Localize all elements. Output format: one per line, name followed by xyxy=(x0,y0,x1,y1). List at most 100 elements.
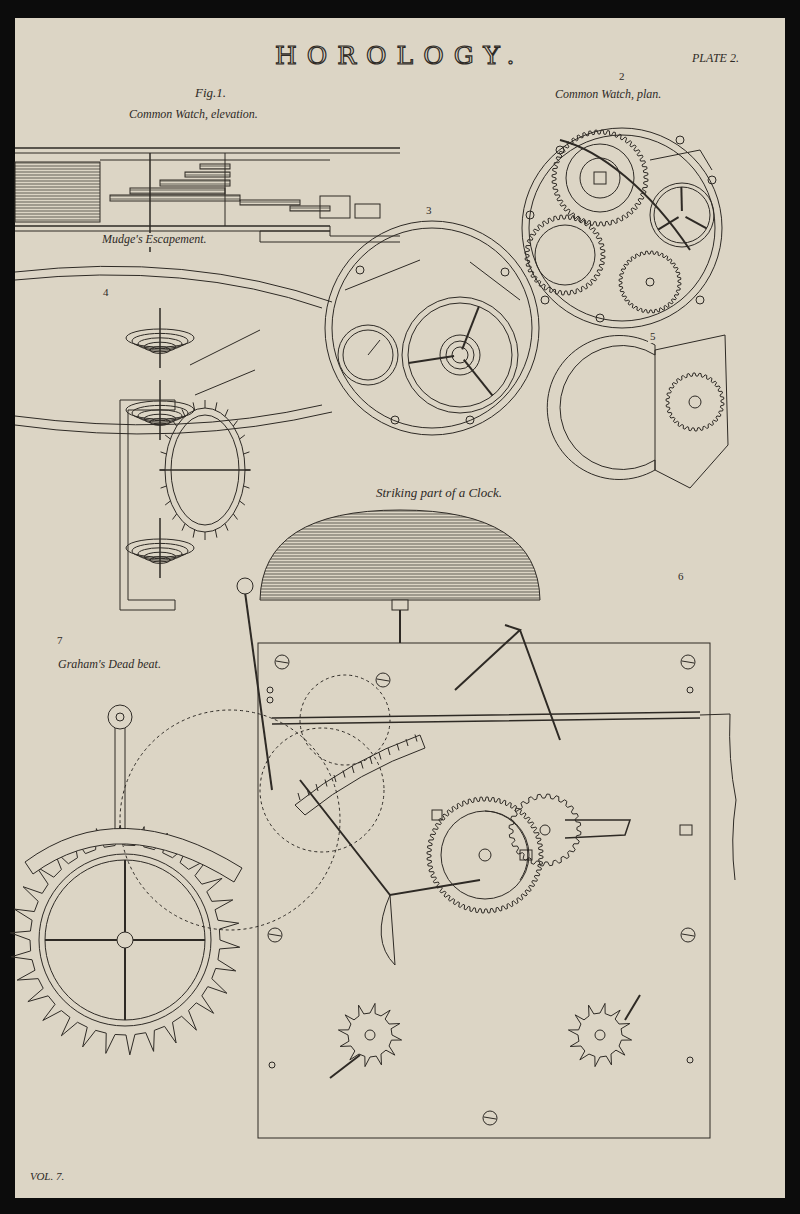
arbor xyxy=(225,153,226,226)
screw-hole xyxy=(391,416,399,424)
arbor xyxy=(159,518,161,578)
ratchet-wheel xyxy=(568,1003,631,1066)
pin-hole xyxy=(687,1057,693,1063)
hammer-rod xyxy=(245,592,272,790)
screw-slot xyxy=(682,661,694,663)
arbor xyxy=(159,308,161,368)
escapement-frame xyxy=(120,400,175,610)
engraved-line xyxy=(15,153,400,154)
wheel-tooth xyxy=(172,514,176,520)
screw-head xyxy=(275,655,289,669)
crutch-stem xyxy=(115,728,116,835)
engraved-circle xyxy=(566,144,634,212)
wheel-tooth xyxy=(161,452,167,454)
gear-edge xyxy=(240,200,300,205)
stud xyxy=(432,810,442,820)
engraved-circle xyxy=(654,187,710,243)
pull-wire xyxy=(700,714,736,880)
volume-number: VOL. 7. xyxy=(28,1170,66,1183)
engraved-path xyxy=(15,405,322,425)
engraved-circle xyxy=(446,341,474,369)
engraved-circle xyxy=(452,347,468,363)
engraved-circle xyxy=(116,713,124,721)
engraved-circle xyxy=(580,158,620,198)
wheel-tooth xyxy=(193,402,195,410)
barrel xyxy=(15,162,100,222)
engraved-line xyxy=(15,147,400,149)
plate-edge xyxy=(345,260,520,300)
screw-slot xyxy=(484,1117,496,1119)
escapement-block xyxy=(355,204,380,218)
figure-number: Fig.1. xyxy=(193,86,228,101)
wheel-spoke xyxy=(45,939,117,941)
wheel-tooth xyxy=(225,409,228,416)
wheel-spoke xyxy=(124,860,126,932)
engraved-circle xyxy=(332,228,532,428)
rack-hook xyxy=(300,780,480,895)
wheel-arbor xyxy=(160,469,250,471)
dotted-circle xyxy=(300,675,390,765)
wheel-tooth xyxy=(161,486,167,488)
engraved-circle xyxy=(117,932,133,948)
engraved-circle xyxy=(689,396,701,408)
gear-edge xyxy=(160,180,230,186)
dial-hand xyxy=(368,340,380,355)
pin-hole xyxy=(269,1062,275,1068)
rack-tooth xyxy=(361,762,363,769)
wheel-tooth xyxy=(240,435,245,439)
rack xyxy=(295,735,425,815)
screw-hole xyxy=(708,176,716,184)
bell-nut xyxy=(392,600,408,610)
rack-tooth xyxy=(370,757,372,764)
wheel-spoke xyxy=(124,948,126,1020)
paper-ground xyxy=(15,18,785,1198)
anchor-arms xyxy=(25,828,242,882)
striking-train xyxy=(237,510,736,1138)
dotted-circle xyxy=(120,710,340,930)
gear-edge xyxy=(130,188,225,194)
callout-number: 7 xyxy=(55,634,65,647)
screw-slot xyxy=(276,661,288,663)
bell-stem xyxy=(399,610,401,643)
mainspring-wheel xyxy=(552,130,648,226)
rack-tooth xyxy=(334,775,336,782)
wheel-tooth xyxy=(165,501,170,505)
escapement-block xyxy=(320,196,350,218)
watch-elevation xyxy=(15,148,400,252)
pallet-arm xyxy=(190,330,260,395)
engraved-circle xyxy=(646,278,654,286)
crutch-stem xyxy=(125,728,126,835)
engraved-circle xyxy=(45,860,205,1020)
pin-hole xyxy=(267,687,273,693)
engraved-path xyxy=(15,275,322,308)
engraved-circle xyxy=(522,128,722,328)
rack-tooth xyxy=(379,753,381,760)
wheel-tooth xyxy=(205,400,206,408)
screw-hole xyxy=(501,268,509,276)
warning-piece xyxy=(565,820,630,838)
engraved-circle xyxy=(408,303,512,407)
wheel-tooth xyxy=(215,530,217,538)
rack-tooth xyxy=(325,780,327,787)
screw-head xyxy=(268,928,282,942)
callout-number: 4 xyxy=(101,286,111,299)
screw-hole xyxy=(466,416,474,424)
wheel-tooth xyxy=(233,514,237,520)
cock-bar xyxy=(560,140,690,250)
regulator-dial xyxy=(338,325,398,385)
wheel-tooth xyxy=(240,501,245,505)
balance-rim xyxy=(402,297,518,413)
wheel-tooth xyxy=(205,532,206,540)
back-plate xyxy=(258,643,710,1138)
detent-piece xyxy=(547,335,728,488)
count-wheel xyxy=(427,797,543,913)
pallet-arbor xyxy=(108,705,132,729)
screw-slot xyxy=(377,679,389,681)
train-wheel xyxy=(525,215,605,295)
engraved-circle xyxy=(39,854,211,1026)
cam-edge xyxy=(485,811,528,880)
screw-hole xyxy=(596,314,604,322)
figure-caption: Striking part of a Clock. xyxy=(374,486,504,501)
rack-tooth xyxy=(316,784,318,791)
engraved-circle xyxy=(540,825,550,835)
